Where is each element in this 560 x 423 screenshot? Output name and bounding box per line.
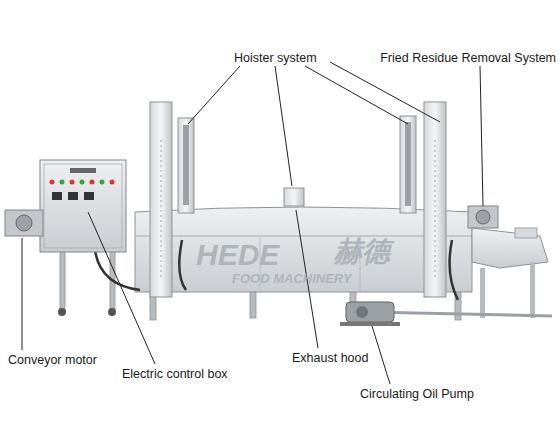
watermark: 赫德 bbox=[334, 238, 390, 266]
watermark: FOOD MACHINERY bbox=[232, 272, 352, 285]
part-label: Circulating Oil Pump bbox=[360, 388, 474, 402]
part-label: Electric control box bbox=[122, 368, 228, 382]
part-label: Exhaust hood bbox=[292, 352, 368, 366]
part-label: Hoister system bbox=[234, 52, 317, 66]
watermark: HEDE bbox=[196, 240, 279, 270]
part-label: Conveyor motor bbox=[8, 354, 97, 368]
part-label: Fried Residue Removal System bbox=[380, 52, 556, 66]
